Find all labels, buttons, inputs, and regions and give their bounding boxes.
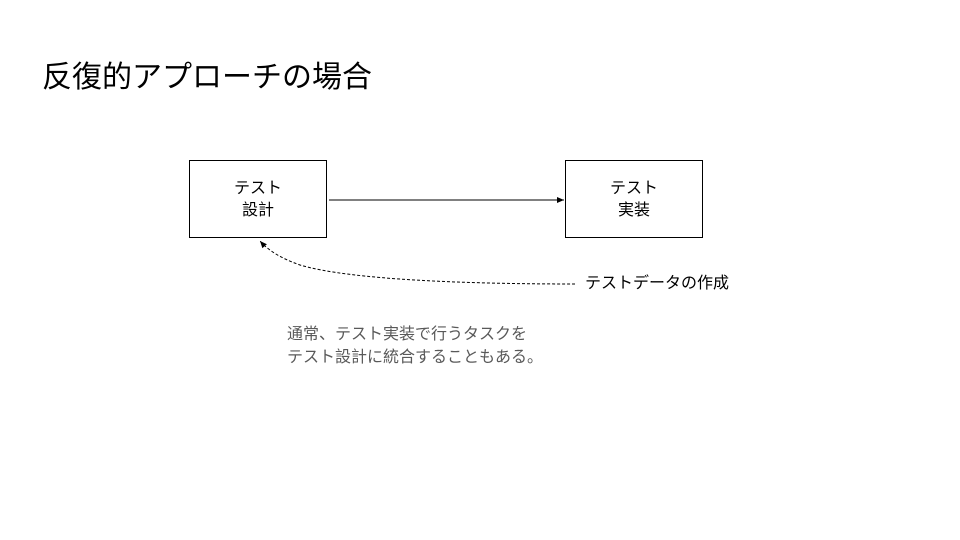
test-design-box: テスト 設計 — [189, 160, 327, 238]
note-line1: 通常、テスト実装で行うタスクを — [287, 324, 528, 343]
test-design-label-line1: テスト — [233, 178, 282, 197]
test-data-creation-label: テストデータの作成 — [585, 273, 730, 292]
note-text: 通常、テスト実装で行うタスクを テスト設計に統合することもある。 — [287, 322, 543, 368]
test-design-label-line2: 設計 — [241, 200, 274, 219]
feedback-dashed-arrow — [259, 240, 576, 285]
test-implementation-box: テスト 実装 — [565, 160, 703, 238]
slide-title: 反復的アプローチの場合 — [42, 60, 372, 95]
test-implementation-label-line2: 実装 — [617, 200, 650, 219]
test-implementation-label-line1: テスト — [609, 178, 658, 197]
note-line2: テスト設計に統合することもある。 — [287, 347, 544, 366]
